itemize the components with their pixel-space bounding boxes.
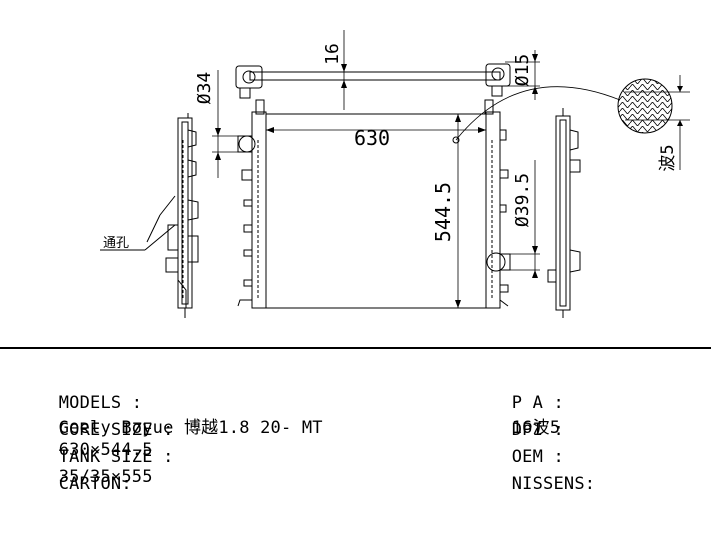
pa-label: P A : bbox=[511, 393, 564, 413]
dim-right-pipe: Ø15 bbox=[512, 54, 533, 87]
fin-detail bbox=[455, 75, 690, 170]
carton-row: CARTON: bbox=[17, 454, 132, 534]
dpi-label: DPI : bbox=[511, 420, 564, 440]
spec-table: MODELS : Geely Boyue 博越1.8 20- MT CORE S… bbox=[0, 347, 711, 494]
nissens-label: NISSENS: bbox=[511, 474, 596, 494]
models-row: MODELS : Geely Boyue 博越1.8 20- MT bbox=[17, 373, 323, 458]
radiator-technical-drawing: 通孔 bbox=[100, 30, 690, 318]
core-size-label: CORE SIZE : bbox=[58, 420, 174, 440]
dim-top-bar: 16 bbox=[322, 43, 343, 65]
dimension-arrows bbox=[215, 54, 538, 308]
core-size-value: 630×544.5 bbox=[58, 440, 153, 460]
dim-left-pipe: Ø34 bbox=[194, 72, 215, 105]
top-frame-bar bbox=[235, 63, 511, 115]
front-view bbox=[237, 111, 511, 309]
models-value: Geely Boyue 博越1.8 20- MT bbox=[58, 418, 323, 438]
dim-lower-pipe: Ø39.5 bbox=[512, 173, 533, 227]
pa-row: P A : 16波5 bbox=[470, 373, 564, 458]
models-label: MODELS : bbox=[58, 393, 143, 413]
core-size-row: CORE SIZE : 630×544.5 bbox=[17, 400, 174, 480]
dim-height: 544.5 bbox=[431, 182, 455, 242]
carton-label: CARTON: bbox=[58, 474, 132, 494]
right-side-view bbox=[547, 108, 581, 318]
oem-label: OEM : bbox=[511, 447, 564, 467]
side-label-text: 通孔 bbox=[103, 236, 129, 251]
dim-width: 630 bbox=[354, 126, 390, 150]
nissens-row: NISSENS: bbox=[470, 454, 595, 534]
pa-value: 16波5 bbox=[511, 418, 561, 438]
dim-fin-wave: 波5 bbox=[658, 144, 678, 171]
tank-size-label: TANK SIZE : bbox=[58, 447, 174, 467]
oem-row: OEM : bbox=[470, 427, 564, 507]
dpi-row: DPI : bbox=[470, 400, 564, 480]
left-side-view bbox=[100, 113, 199, 318]
